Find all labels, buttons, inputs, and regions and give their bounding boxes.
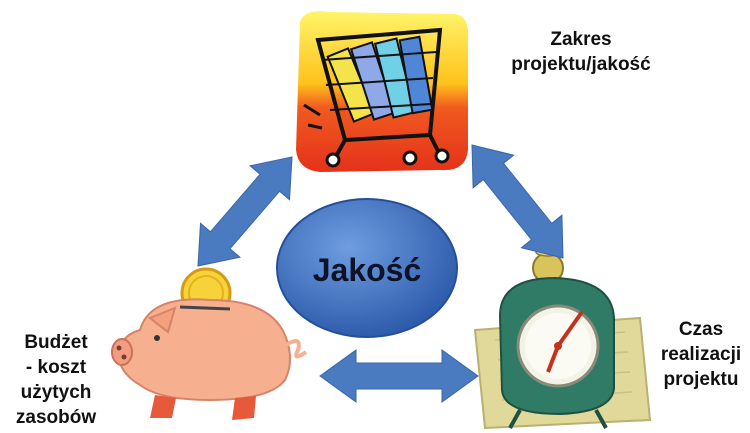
- time-label-line: projektu: [663, 369, 739, 390]
- time-label-line: Czas: [678, 319, 724, 340]
- arrow-scope-budget: [197, 156, 293, 267]
- shopping-cart-with-folders-icon: [296, 11, 469, 172]
- budget-label: Budżet - koszt użytych zasobów: [8, 330, 104, 430]
- budget-label-line: - koszt: [25, 357, 87, 378]
- scope-label-line: Zakres: [550, 29, 612, 50]
- arrow-budget-time: [319, 349, 479, 403]
- budget-label-line: zasobów: [15, 407, 97, 428]
- scope-label: Zakres projektu/jakość: [506, 27, 656, 77]
- budget-label-line: Budżet: [24, 332, 88, 353]
- piggy-bank-with-coin-icon: [111, 267, 308, 420]
- center-ellipse: [276, 198, 458, 338]
- scope-label-line: projektu/jakość: [511, 54, 651, 75]
- arrow-scope-time: [471, 144, 564, 259]
- budget-label-line: użytych: [20, 382, 92, 403]
- center-label: Jakość: [312, 252, 422, 288]
- alarm-clock-icon: [473, 247, 652, 430]
- time-label-line: realizacji: [660, 344, 742, 365]
- arrows-group: [197, 144, 564, 403]
- time-label: Czas realizacji projektu: [652, 317, 750, 392]
